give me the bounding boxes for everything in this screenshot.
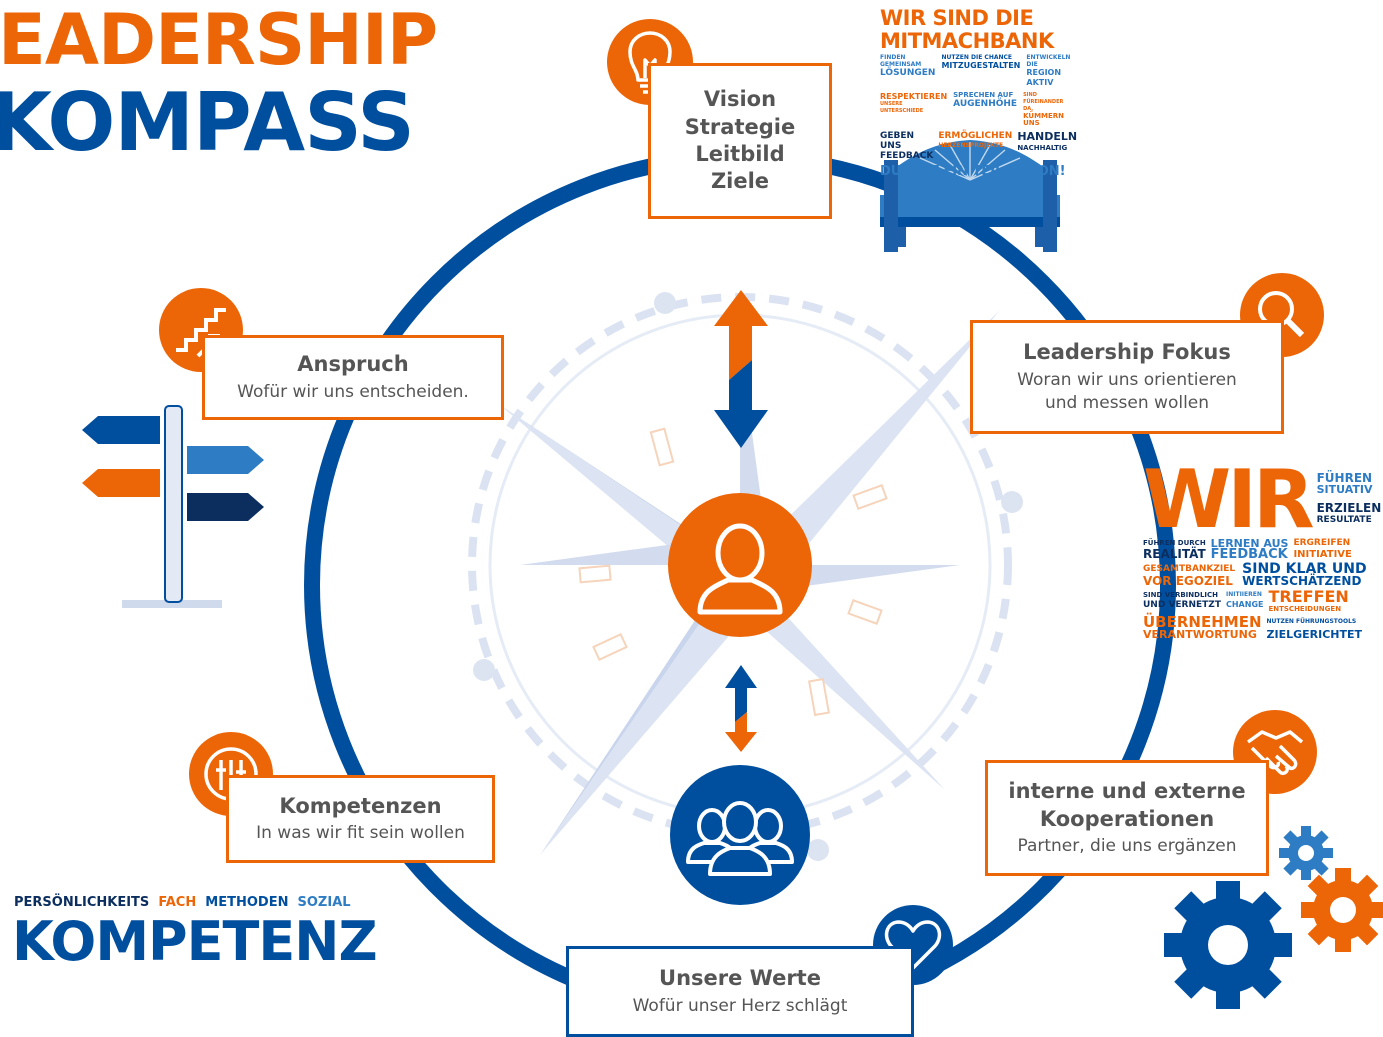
wir-word: WERTSCHÄTZEND (1242, 574, 1362, 588)
werte-title: Unsere Werte (659, 966, 821, 991)
anspruch-subtitle: Wofür wir uns entscheiden. (237, 381, 469, 402)
wir-word: UND VERNETZT (1143, 600, 1221, 610)
wir-word: RESULTATE (1316, 515, 1372, 525)
mm-word: LÖSUNGEN (880, 68, 936, 78)
werte-subtitle: Wofür unser Herz schlägt (632, 995, 848, 1016)
heart-icon (884, 920, 942, 970)
fokus-title: Leadership Fokus (1023, 340, 1231, 365)
group-icon (686, 801, 794, 876)
vision-line-4: Ziele (710, 169, 770, 194)
fokus-subtitle-2: und messen wollen (1044, 392, 1210, 413)
ring-dot (473, 659, 495, 681)
signpost-icon (82, 405, 264, 608)
person-circle (668, 493, 812, 637)
wir-big: WIR (1143, 453, 1315, 546)
mm-word: GEBEN UNS (880, 131, 915, 151)
wir-word: LERNEN AUS (1210, 537, 1289, 550)
wir-word: VERANTWORTUNG (1143, 628, 1257, 641)
wir-word: VOR EGOZIEL (1143, 574, 1233, 588)
wir-word: ÜBERNEHMEN (1143, 613, 1262, 631)
vision-line-1: Vision (703, 87, 777, 112)
mm-word: FEEDBACK (880, 151, 934, 161)
mm-word: NACHHALTIG (1017, 144, 1068, 152)
mm-word: SPRECHEN AUF (953, 91, 1014, 99)
wir-word: GESAMTBANKZIEL (1143, 564, 1236, 574)
mm-word: HANDELN (1017, 130, 1078, 143)
mm-word: NUTZEN DIE CHANCE (941, 54, 1013, 61)
wir-word: NUTZEN FÜHRUNGSTOOLS (1266, 618, 1357, 625)
wir-word: FÜHREN DURCH (1143, 539, 1206, 547)
mm-word: ERMÖGLICHEN (938, 131, 1013, 141)
kompetenz-tag: METHODEN (205, 895, 289, 910)
kooperationen-title-1: interne und externe (1008, 779, 1246, 804)
mm-word: SIND FÜREINANDER DA, (1023, 92, 1064, 112)
wir-word: ENTSCHEIDUNGEN (1268, 605, 1342, 613)
kooperationen-box: interne und externe Kooperationen Partne… (985, 760, 1269, 876)
mitmachbank-footer: DU BIST EIN TEIL DAVON! (880, 164, 1066, 179)
mm-word: MITZUGESTALTEN (941, 61, 1021, 70)
kompetenz-tags: PERSÖNLICHKEITS FACH METHODEN SOZIAL (14, 895, 351, 910)
gears-icon (1164, 826, 1383, 1009)
person-icon (697, 523, 783, 615)
mm-word: ENTWICKELN DIE (1026, 54, 1071, 68)
kompetenz-tag: SOZIAL (297, 895, 351, 910)
kooperationen-title-2: Kooperationen (1039, 806, 1215, 831)
wir-word: ZIELGERICHTET (1266, 628, 1363, 641)
wir-word: CHANGE (1225, 600, 1264, 609)
title-line-1: EADERSHIP (0, 0, 438, 81)
wir-word: ERGREIFEN (1293, 538, 1351, 548)
mm-word: AUGENHÖHE (953, 99, 1018, 109)
wir-word: TREFFEN (1268, 587, 1349, 606)
wir-cloud: WIR FÜHREN SITUATIV ERZIELEN RESULTATE F… (1143, 453, 1381, 641)
vision-line-2: Strategie (684, 114, 796, 139)
kompetenz-tag: FACH (158, 895, 197, 910)
vision-line-3: Leitbild (695, 142, 785, 166)
kompetenzen-box: Kompetenzen In was wir fit sein wollen (226, 775, 495, 863)
werte-box: Unsere Werte Wofür unser Herz schlägt (566, 946, 914, 1037)
wir-word: INITIIEREN (1225, 591, 1262, 598)
up-down-arrow (714, 290, 768, 448)
vision-box: Vision Strategie Leitbild Ziele (648, 63, 832, 219)
ring-dot (807, 839, 829, 861)
wir-word: ERZIELEN (1316, 501, 1382, 515)
fokus-box: Leadership Fokus Woran wir uns orientier… (970, 320, 1284, 434)
mm-word: HERZENSPROJEKTE (938, 142, 1004, 149)
small-up-down-arrow (725, 665, 757, 752)
ring-dot (654, 292, 676, 314)
wir-word: SITUATIV (1316, 483, 1373, 496)
ring-dot (1001, 491, 1023, 513)
kompetenzen-title: Kompetenzen (279, 793, 442, 818)
kooperationen-subtitle: Partner, die uns ergänzen (1017, 835, 1237, 856)
wir-word: FÜHREN (1316, 471, 1373, 485)
mm-word: REGION AKTIV (1026, 68, 1062, 87)
kompetenz-tag: PERSÖNLICHKEITS (14, 895, 150, 910)
kompetenzen-subtitle: In was wir fit sein wollen (256, 823, 465, 844)
fokus-subtitle-1: Woran wir uns orientieren (1017, 369, 1237, 390)
handshake-icon (1246, 730, 1304, 776)
wir-word: INITIATIVE (1293, 549, 1352, 560)
wir-word: REALITÄT (1143, 547, 1206, 561)
wir-word: FEEDBACK (1210, 547, 1288, 562)
anspruch-box: Anspruch Wofür wir uns entscheiden. (202, 335, 504, 420)
anspruch-title: Anspruch (297, 352, 409, 377)
mm-word: UNSERE UNTERSCHIEDE (880, 101, 924, 114)
compass-markers (578, 427, 888, 717)
title-line-2: KOMPASS (0, 76, 415, 169)
bench-icon (880, 140, 1060, 252)
compass-rose-icon (500, 310, 1000, 855)
mitmachbank-head-1: WIR SIND DIE (880, 6, 1034, 30)
mm-word: RESPEKTIEREN (880, 92, 948, 101)
mitmachbank-head-2: MITMACHBANK (880, 29, 1054, 53)
mm-word: FINDEN GEMEINSAM (880, 54, 922, 68)
kompetenz-word: KOMPETENZ (12, 910, 378, 973)
mm-word: KÜMMERN UNS (1023, 112, 1065, 127)
wir-word: SIND KLAR UND (1242, 561, 1367, 577)
wir-word: SIND VERBINDLICH (1143, 591, 1219, 599)
mitmachbank-cloud: WIR SIND DIE MITMACHBANK FINDEN GEMEINSA… (880, 6, 1078, 179)
